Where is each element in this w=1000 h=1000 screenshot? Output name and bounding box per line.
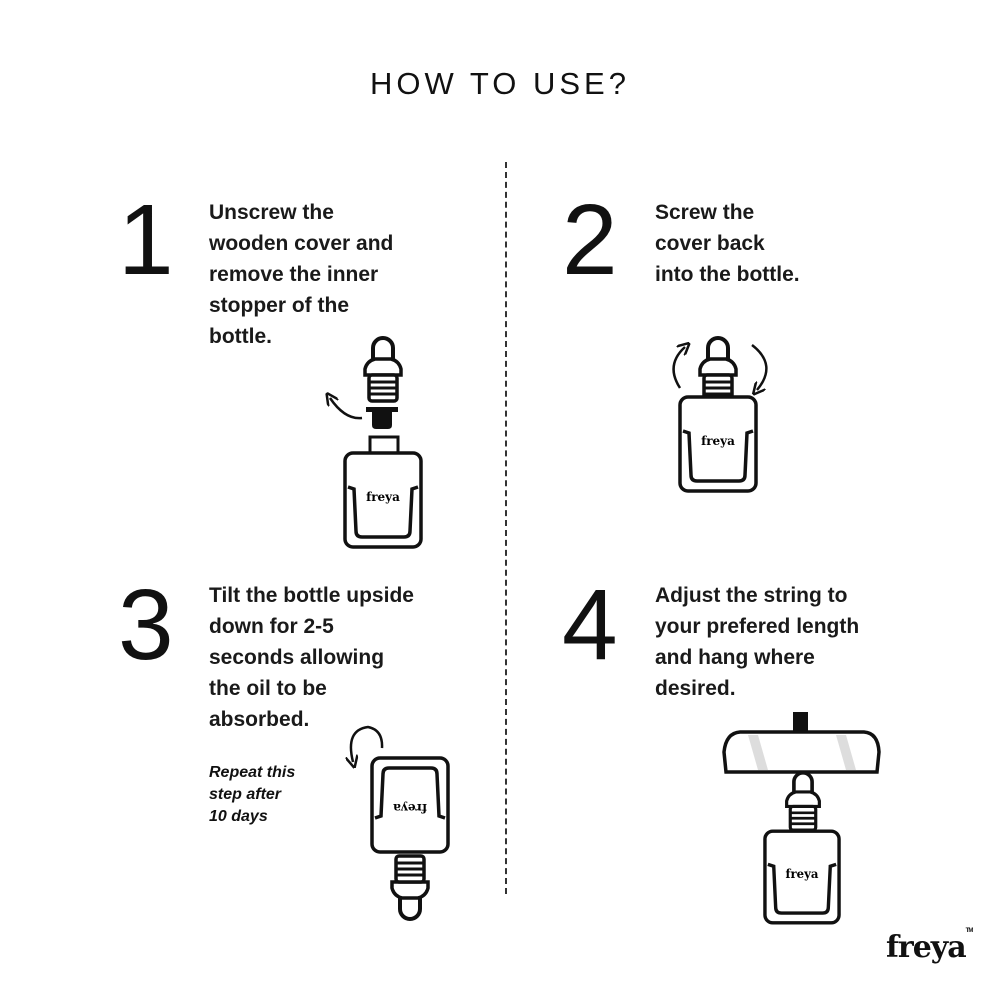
text-line: Screw the <box>655 201 755 224</box>
note-line: Repeat this <box>209 764 296 781</box>
rotate-arrow-left-icon <box>672 347 685 389</box>
brand-name: freya <box>886 930 967 965</box>
text-line: the oil to be <box>209 677 327 700</box>
text-line: Tilt the bottle upside <box>209 584 414 607</box>
text-line: down for 2-5 <box>209 615 334 638</box>
step-1-illustration <box>330 336 423 549</box>
text-line: wooden cover and <box>209 232 394 255</box>
step-3-number: 3 <box>118 569 174 681</box>
step-3-illustration <box>370 756 450 921</box>
step-3-note: Repeat this step after 10 days <box>209 762 295 828</box>
step-4-text: Adjust the string to your prefered lengt… <box>655 580 859 704</box>
flip-arrow-icon <box>351 725 384 762</box>
bottle-icon <box>678 395 758 493</box>
page-title: HOW TO USE? <box>370 66 630 101</box>
dashed-divider <box>505 162 507 894</box>
step-3-text: Tilt the bottle upside down for 2-5 seco… <box>209 580 414 735</box>
bottle-neck <box>368 435 400 455</box>
step-4-number: 4 <box>562 569 618 681</box>
bottle-cap-icon <box>784 770 822 832</box>
step-2-illustration <box>672 336 768 493</box>
bottle-cap-icon <box>363 336 403 403</box>
note-line: 10 days <box>209 808 268 825</box>
step-4-illustration <box>722 712 881 925</box>
bottle-icon <box>343 451 423 549</box>
rear-view-mirror-icon <box>722 730 881 774</box>
rotate-arrow-right-icon <box>752 344 768 390</box>
bottle-cap-icon <box>698 336 738 403</box>
brand-logo: freyaTM <box>886 928 974 965</box>
text-line: seconds allowing <box>209 646 385 669</box>
text-line: remove the inner <box>209 263 379 286</box>
note-line: step after <box>209 786 282 803</box>
text-line: Adjust the string to <box>655 584 848 607</box>
text-line: bottle. <box>209 325 272 348</box>
remove-arrow-icon <box>330 398 363 420</box>
text-line: absorbed. <box>209 708 310 731</box>
step-1-text: Unscrew the wooden cover and remove the … <box>209 197 393 352</box>
text-line: your prefered length <box>655 615 860 638</box>
text-line: and hang where <box>655 646 815 669</box>
step-2-text: Screw the cover back into the bottle. <box>655 197 800 290</box>
step-2-number: 2 <box>562 184 618 296</box>
mirror-mount <box>793 712 808 732</box>
trademark: TM <box>965 928 974 934</box>
bottle-cap-icon <box>390 854 430 921</box>
text-line: desired. <box>655 677 736 700</box>
bottle-icon <box>370 756 450 854</box>
bottle-icon <box>763 829 841 925</box>
text-line: cover back <box>655 232 765 255</box>
text-line: Unscrew the <box>209 201 334 224</box>
text-line: into the bottle. <box>655 263 800 286</box>
text-line: stopper of the <box>209 294 349 317</box>
step-1-number: 1 <box>118 184 174 296</box>
stopper-icon <box>366 407 398 429</box>
